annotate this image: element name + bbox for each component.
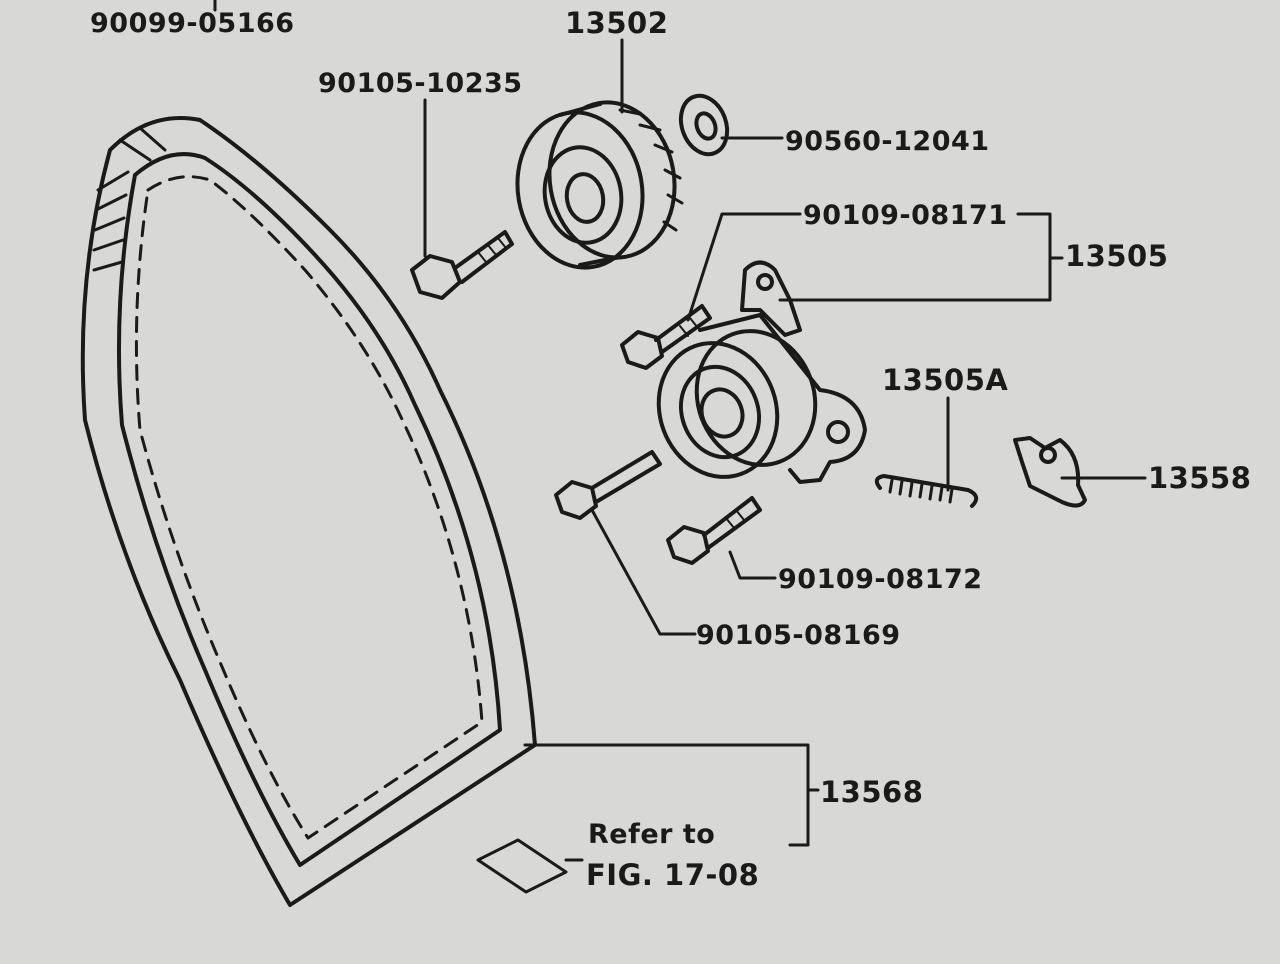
label-13502: 13502 [565,6,668,40]
label-90109-08171: 90109-08171 [803,200,1008,231]
washer-drawing [678,93,730,157]
label-13568: 13568 [820,775,923,809]
tensioner-bolt-lower-drawing [666,496,762,565]
belt-teeth [92,126,167,272]
belt-outer-edge [80,116,537,907]
figure-reference-label: FIG. 17-08 [586,858,759,892]
leader-lines [213,0,1147,894]
refer-to-label: Refer to [588,819,715,850]
label-13505: 13505 [1065,239,1168,273]
pivot-bolt-drawing [554,450,662,520]
tensioner-bolt-upper-drawing [620,304,712,370]
label-13505A: 13505A [882,363,1008,397]
tensioner-spring-drawing [874,474,979,508]
sprocket-drawing [515,100,684,270]
sprocket-bolt-drawing [410,230,514,300]
label-90105-08169: 90105-08169 [696,620,901,651]
tensioner-drawing [656,260,867,484]
label-90099-05166: 90099-05166 [90,8,295,39]
label-90109-08172: 90109-08172 [778,564,983,595]
label-90560-12041: 90560-12041 [785,126,990,157]
timing-belt-drawing [80,116,537,907]
bracket-drawing [1013,436,1087,508]
belt-inner-line [134,175,484,840]
label-13558: 13558 [1148,461,1251,495]
label-90105-10235: 90105-10235 [318,68,523,99]
belt-inner-edge [116,152,502,867]
